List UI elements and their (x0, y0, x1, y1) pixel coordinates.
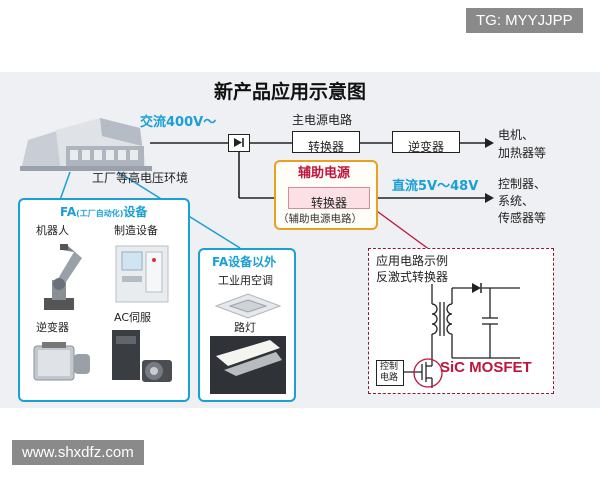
inverter-device-icon (33, 342, 90, 381)
air-conditioner-icon (214, 293, 282, 319)
aux-power-label: 辅助电源 (298, 166, 351, 181)
street-light-icon (210, 336, 286, 394)
inverter-box: 逆变器 (392, 131, 460, 153)
aux-output-line1: 控制器、 (498, 177, 547, 191)
diode-icon (234, 138, 244, 147)
non-fa-item-aircon: 工业用空调 (218, 274, 273, 287)
arrowhead (485, 138, 494, 148)
fa-title-main: FA (60, 205, 77, 219)
sic-mosfet-label: SiC MOSFET (440, 359, 532, 376)
robot-arm-icon (44, 244, 82, 310)
arrowhead (485, 193, 494, 203)
control-circuit-box (376, 360, 404, 386)
fa-item-robot: 机器人 (36, 224, 69, 237)
main-converter-label: 转换器 (307, 140, 344, 154)
non-fa-item-streetlight: 路灯 (234, 321, 256, 334)
main-output-line2: 加热器等 (498, 146, 547, 160)
factory-building-icon (20, 118, 152, 171)
inverter-label: 逆变器 (407, 140, 444, 154)
diagram-panel: 新产品应用示意图 工厂等高电压环境 交流400V～ 主电源电路 转换器 逆变器 … (0, 72, 600, 408)
fa-title-sub: (工厂自动化) (76, 209, 124, 218)
rectifier-diode (228, 134, 250, 152)
fa-item-manufacturing: 制造设备 (114, 224, 158, 237)
fa-equipment-title: FA(工厂自动化)设备 (60, 206, 147, 218)
manufacturing-machine-icon (115, 245, 169, 303)
aux-circuit-sublabel: （辅助电源电路） (278, 213, 362, 225)
fa-title-tail: 设备 (123, 205, 148, 219)
aux-output-line2: 系统、 (498, 194, 535, 208)
non-fa-title: FA设备以外 (212, 255, 277, 269)
example-title-line1: 应用电路示例 (376, 254, 449, 268)
fa-item-ac-servo: AC伺服 (114, 311, 152, 324)
factory-label: 工厂等高电压环境 (92, 171, 189, 185)
dc-output-label: 直流5V～48V (392, 179, 479, 194)
diagram-title: 新产品应用示意图 (214, 81, 367, 103)
flyback-schematic (404, 283, 520, 388)
example-title-line2: 反激式转换器 (376, 270, 449, 284)
main-output-line1: 电机、 (498, 128, 535, 142)
aux-converter-box: 转换器 (288, 187, 370, 209)
main-circuit-label: 主电源电路 (292, 113, 353, 127)
aux-output-line3: 传感器等 (498, 211, 547, 225)
main-converter-box: 转换器 (292, 131, 360, 153)
fa-item-inverter: 逆变器 (36, 321, 69, 334)
control-circuit-line2: 电路 (380, 373, 399, 383)
watermark-top: TG: MYYJJPP (466, 8, 583, 33)
aux-converter-label: 转换器 (310, 196, 347, 210)
control-circuit-line1: 控制 (380, 362, 399, 372)
ac-input-label: 交流400V～ (140, 115, 217, 130)
callout-fa (46, 171, 71, 201)
ac-servo-icon (112, 330, 172, 382)
watermark-bottom: www.shxdfz.com (12, 440, 144, 465)
callout-aux-to-example (369, 205, 431, 251)
